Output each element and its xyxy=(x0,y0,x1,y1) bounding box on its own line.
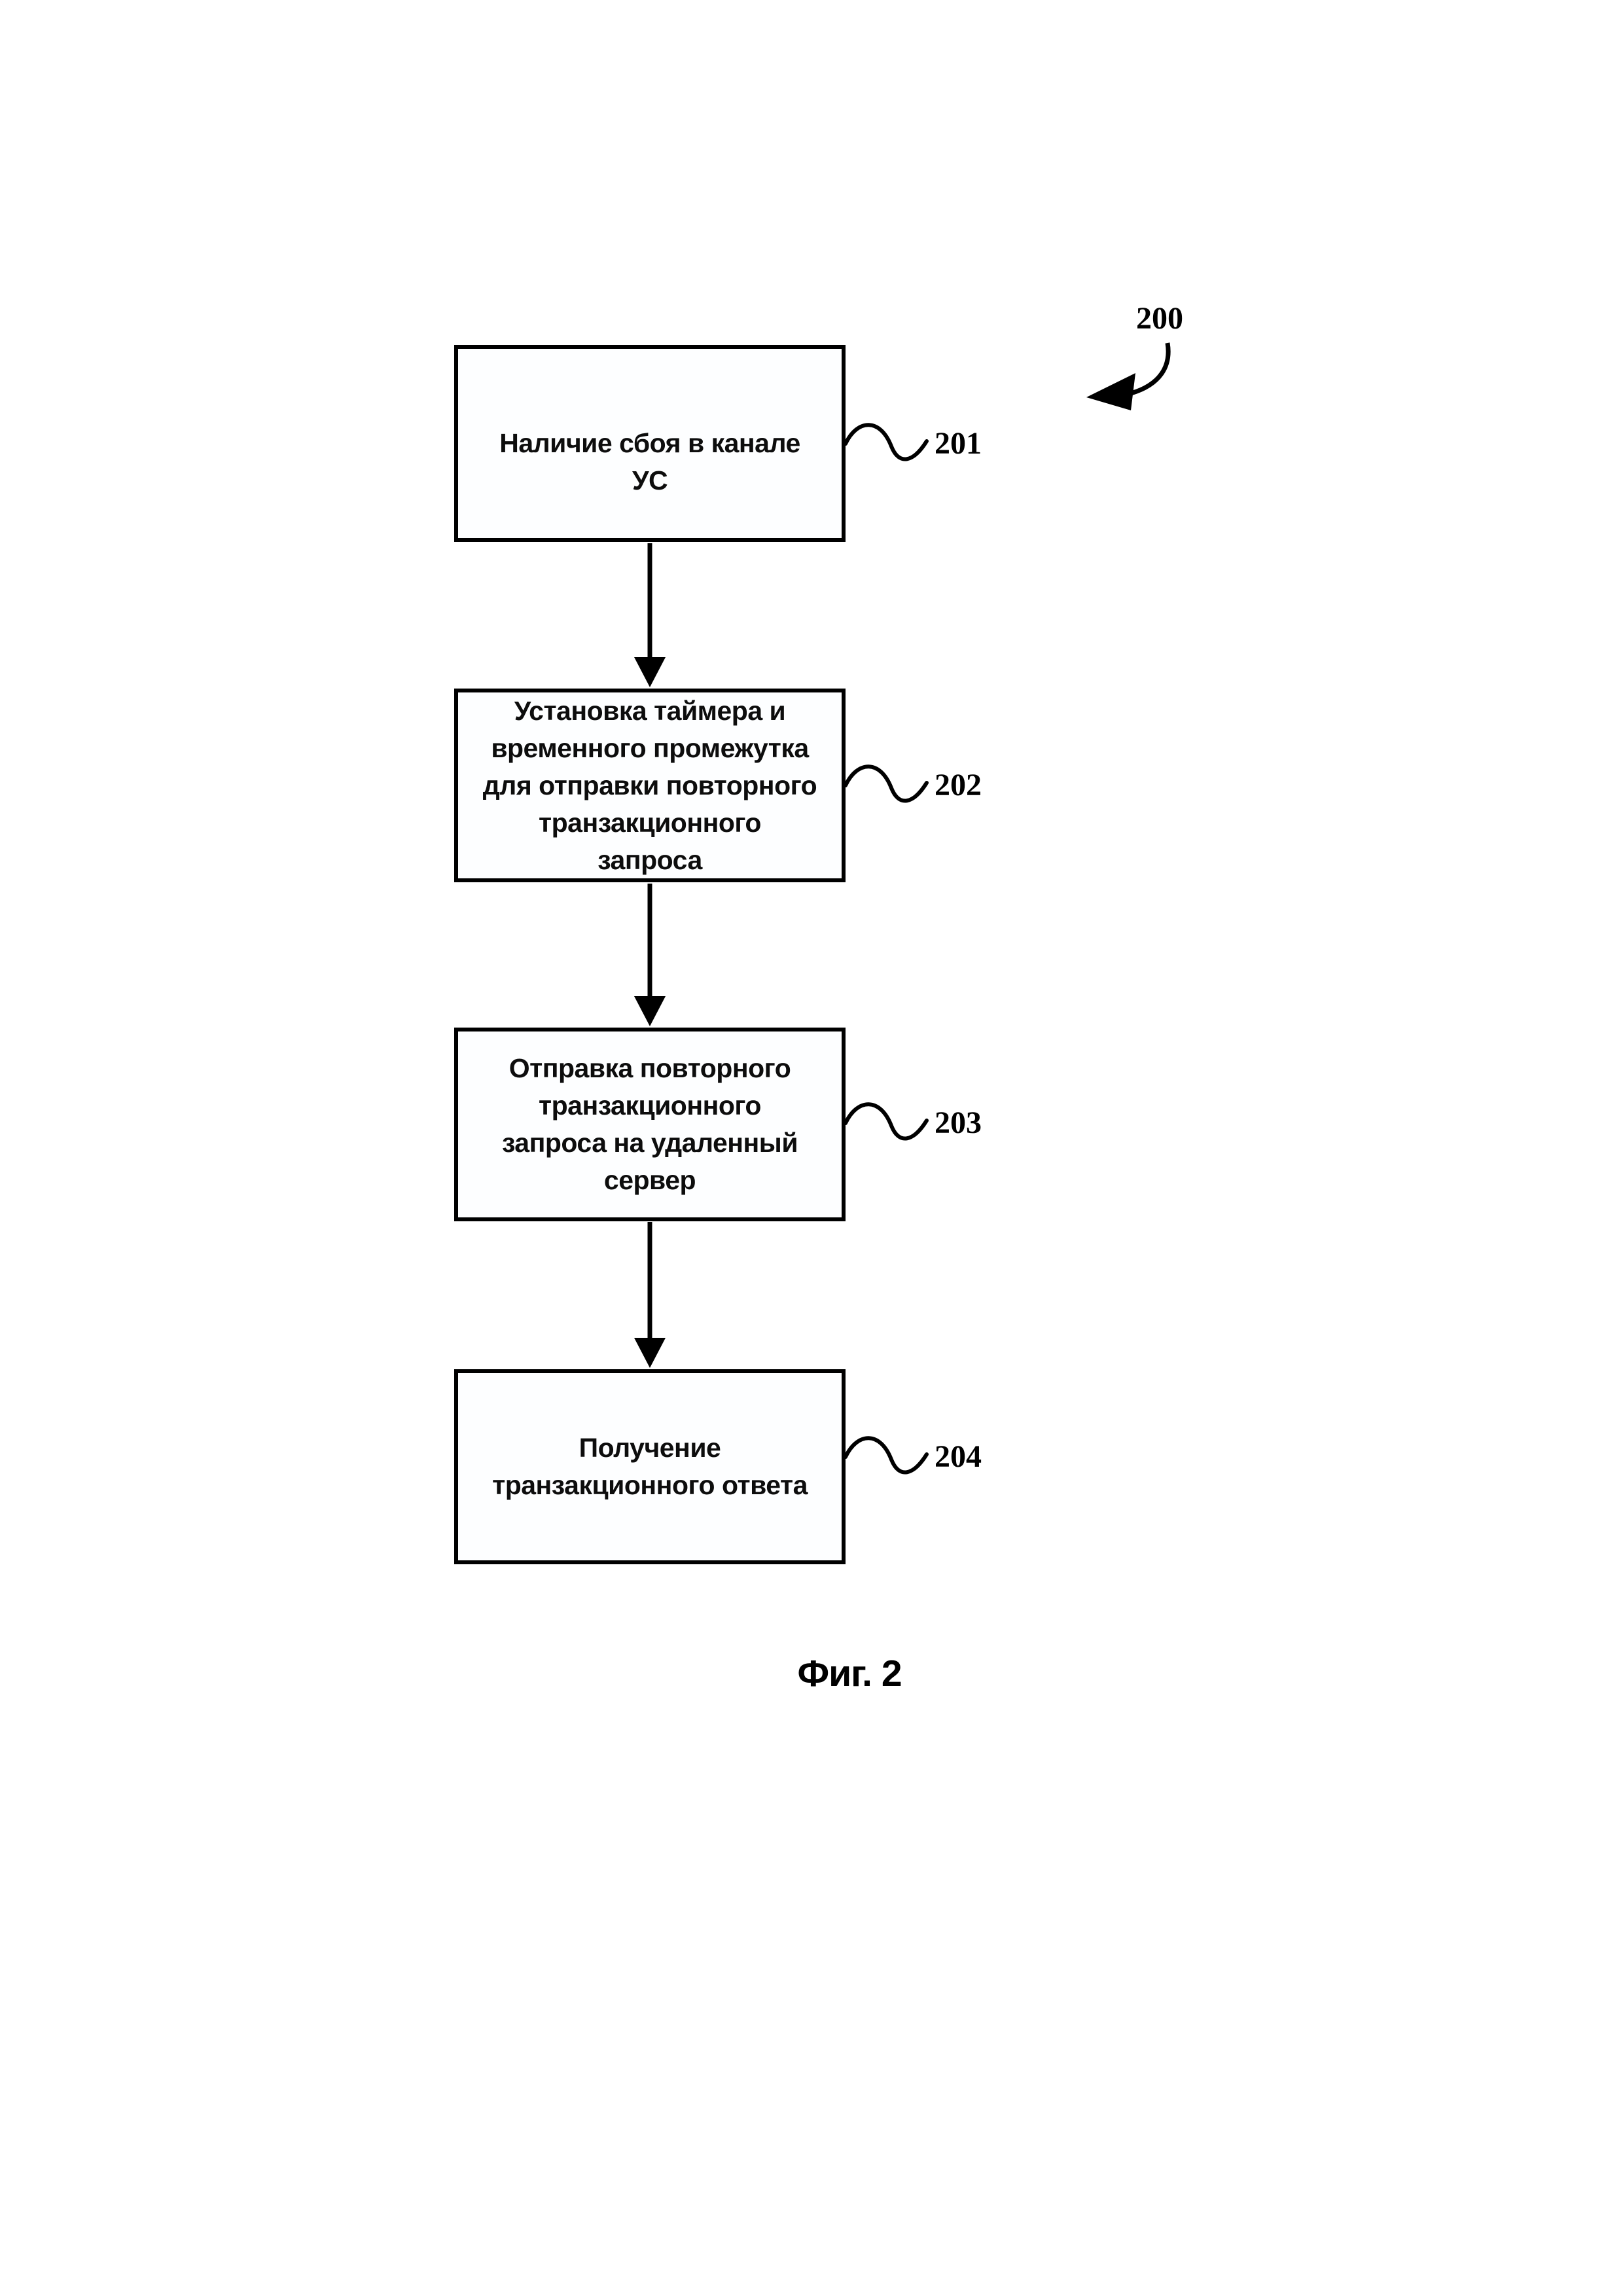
tilde-connector-201 xyxy=(844,423,929,461)
tilde-connector-202 xyxy=(844,764,929,803)
flow-arrowhead-icon-203-204 xyxy=(634,1338,666,1368)
step-204-number: 204 xyxy=(935,1439,982,1474)
step-box-204: Получение транзакционного ответа xyxy=(454,1369,846,1564)
tilde-connector-204 xyxy=(844,1436,929,1475)
figure-reference-label: 200 xyxy=(1136,301,1183,336)
step-box-203: Отправка повторного транзакционного запр… xyxy=(454,1028,846,1221)
step-204-line-1: Получение xyxy=(579,1433,721,1463)
step-203-line-3: запроса на удаленный xyxy=(501,1128,798,1158)
step-box-202: Установка таймера и временного промежутк… xyxy=(454,689,846,882)
step-203-line-4: сервер xyxy=(603,1165,696,1195)
step-203-line-2: транзакционного xyxy=(539,1090,761,1121)
step-202-number: 202 xyxy=(935,768,982,802)
step-202-line-3: для отправки повторного xyxy=(482,770,817,800)
flow-arrowhead-icon-201-202 xyxy=(634,657,666,687)
reference-curved-arrowhead-icon xyxy=(1086,373,1135,410)
step-203-number: 203 xyxy=(935,1105,982,1140)
step-201-line-1: Наличие сбоя в канале xyxy=(499,427,800,458)
step-box-201: Наличие сбоя в канале УС xyxy=(454,345,846,542)
step-202-line-1: Установка таймера и xyxy=(514,695,786,726)
step-202-line-2: временного промежутка xyxy=(491,732,809,763)
figure-caption: Фиг. 2 xyxy=(797,1653,902,1695)
step-202-line-4: транзакционного xyxy=(539,807,761,838)
tilde-connector-203 xyxy=(844,1102,929,1141)
step-203-line-1: Отправка повторного xyxy=(508,1053,791,1083)
step-201-number: 201 xyxy=(935,426,982,461)
step-204-line-2: транзакционного ответа xyxy=(492,1470,808,1500)
flow-arrowhead-icon-202-203 xyxy=(634,996,666,1026)
reference-curved-arrow-line xyxy=(1130,342,1171,396)
step-202-line-5: запроса xyxy=(597,844,702,875)
step-201-line-2: УС xyxy=(632,465,668,495)
